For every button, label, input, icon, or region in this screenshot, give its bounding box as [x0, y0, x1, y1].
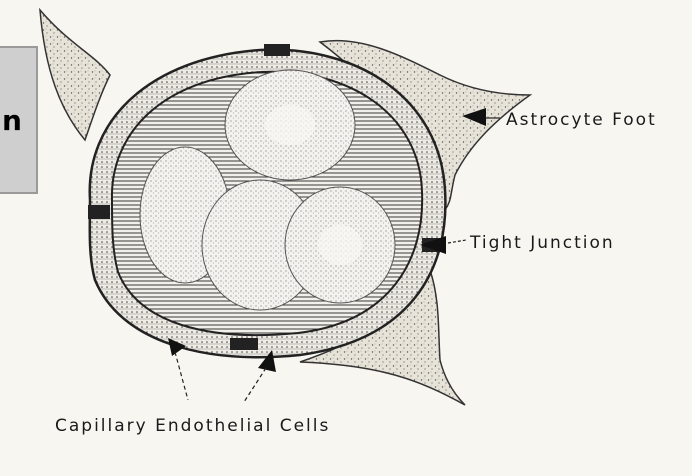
side-tab-text: n	[2, 104, 22, 137]
red-blood-cell-nucleus	[265, 105, 315, 145]
tight-junction-mark	[230, 338, 258, 350]
capillary-endothelial-label: Capillary Endothelial Cells	[55, 416, 330, 436]
tight-junction-label: Tight Junction	[470, 233, 615, 253]
astrocyte-foot-label: Astrocyte Foot	[506, 110, 657, 130]
tight-junction-mark	[88, 205, 110, 219]
red-blood-cell-nucleus	[318, 225, 362, 265]
tight-junction-mark	[264, 44, 290, 56]
side-tab: n	[0, 46, 38, 194]
